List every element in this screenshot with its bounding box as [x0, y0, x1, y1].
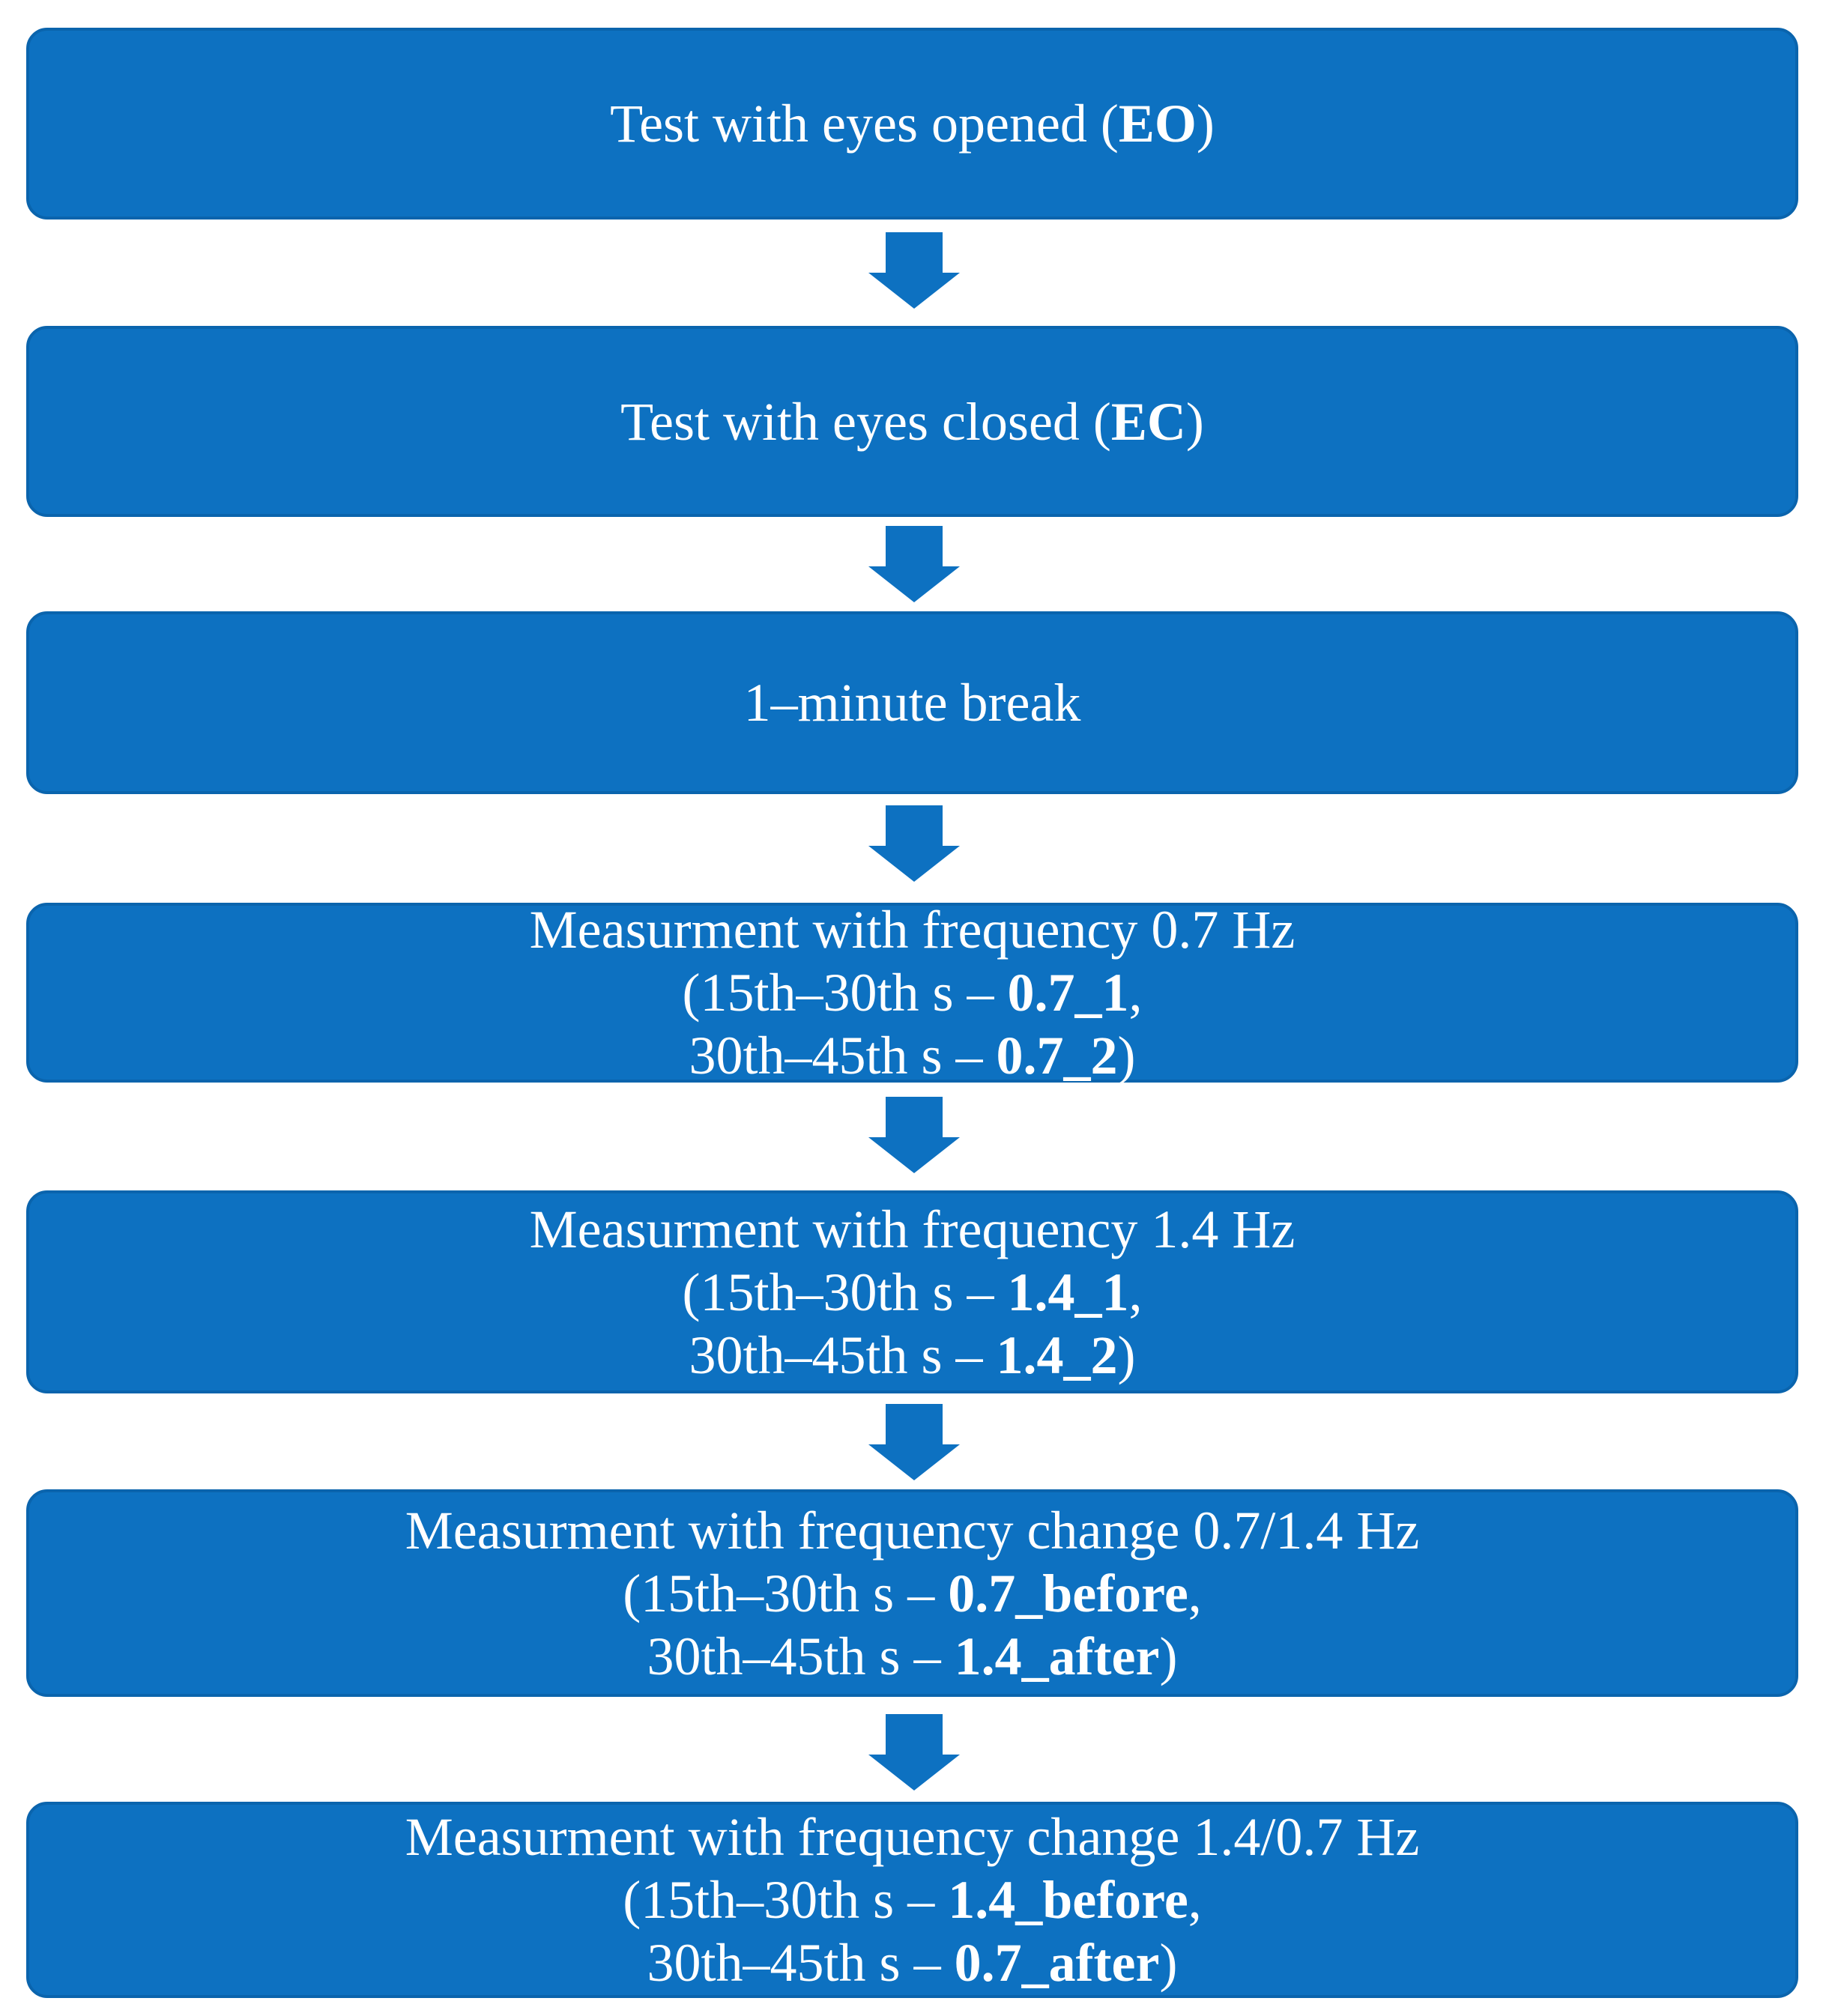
step-measurement-frequency-0-7-hz: Measurment with frequency 0.7 Hz(15th–30…: [26, 900, 1798, 1086]
step-line: Measurment with frequency change 0.7/1.4…: [405, 1499, 1420, 1562]
condition-code: 1.4_1: [1007, 1262, 1129, 1322]
step-text: 30th–45th s –: [689, 1325, 997, 1385]
step-text: (15th–30th s –: [682, 963, 1008, 1023]
arrow-head: [868, 566, 960, 602]
step-text: Measurment with frequency change 1.4/0.7…: [405, 1807, 1420, 1867]
step-text: ,: [1188, 1563, 1202, 1623]
down-arrow-icon: [868, 1714, 960, 1791]
step-text: 30th–45th s –: [647, 1933, 955, 1993]
step-text: (15th–30th s –: [682, 1262, 1008, 1322]
step-line: 30th–45th s – 1.4_after): [647, 1625, 1178, 1688]
step-text: (15th–30th s –: [623, 1563, 949, 1623]
step-line: Measurment with frequency 0.7 Hz: [530, 898, 1296, 961]
step-text: ): [1159, 1933, 1178, 1993]
arrow-head: [868, 846, 960, 882]
step-text: ): [1117, 1026, 1136, 1086]
down-arrow-icon: [868, 526, 960, 602]
step-text: 30th–45th s –: [689, 1026, 997, 1086]
arrow-stem: [886, 1714, 943, 1755]
down-arrow-icon: [868, 1404, 960, 1480]
step-text: ): [1117, 1325, 1136, 1385]
step-line: 1–minute break: [744, 671, 1081, 734]
step-measurement-frequency-1-4-hz: Measurment with frequency 1.4 Hz(15th–30…: [26, 1190, 1798, 1393]
condition-code: EO: [1118, 94, 1197, 154]
step-line: 30th–45th s – 0.7_after): [647, 1931, 1178, 1994]
step-line: Test with eyes opened (EO): [610, 92, 1215, 155]
step-text: ): [1159, 1626, 1178, 1686]
arrow-head: [868, 1755, 960, 1791]
arrow-stem: [886, 232, 943, 273]
step-text: Measurment with frequency 1.4 Hz: [529, 1199, 1296, 1259]
step-text: Measurment with frequency 0.7 Hz: [529, 900, 1296, 960]
step-text: ): [1196, 94, 1215, 154]
step-text: 1–minute break: [743, 673, 1081, 733]
step-line: (15th–30th s – 0.7_1,: [682, 961, 1142, 1024]
down-arrow-icon: [868, 232, 960, 309]
down-arrow-icon: [868, 1097, 960, 1173]
step-text: ,: [1128, 963, 1143, 1023]
step-text: Test with eyes opened (: [610, 94, 1119, 154]
condition-code: EC: [1110, 391, 1186, 452]
arrow-stem: [886, 526, 943, 566]
condition-code: 0.7_before: [948, 1563, 1188, 1623]
down-arrow-icon: [868, 805, 960, 882]
arrow-head: [868, 1444, 960, 1480]
step-text: ,: [1188, 1870, 1202, 1930]
condition-code: 0.7_2: [996, 1026, 1118, 1086]
step-measurement-frequency-change-1-4-0-7-hz: Measurment with frequency change 1.4/0.7…: [26, 1802, 1798, 1998]
step-text: ,: [1128, 1262, 1143, 1322]
step-line: (15th–30th s – 1.4_before,: [623, 1868, 1202, 1931]
step-text: Measurment with frequency change 0.7/1.4…: [405, 1500, 1420, 1561]
step-test-eyes-closed: Test with eyes closed (EC): [26, 326, 1798, 517]
arrow-stem: [886, 805, 943, 846]
arrow-stem: [886, 1404, 943, 1444]
condition-code: 0.7_after: [954, 1933, 1160, 1993]
step-line: (15th–30th s – 1.4_1,: [682, 1261, 1142, 1324]
step-text: (15th–30th s –: [623, 1870, 949, 1930]
arrow-head: [868, 273, 960, 309]
step-line: 30th–45th s – 1.4_2): [689, 1324, 1135, 1387]
condition-code: 1.4_after: [954, 1626, 1160, 1686]
step-line: (15th–30th s – 0.7_before,: [623, 1562, 1202, 1625]
step-measurement-frequency-change-0-7-1-4-hz: Measurment with frequency change 0.7/1.4…: [26, 1489, 1798, 1697]
step-line: Measurment with frequency change 1.4/0.7…: [405, 1805, 1420, 1868]
step-line: 30th–45th s – 0.7_2): [689, 1024, 1135, 1087]
step-line: Test with eyes closed (EC): [620, 390, 1204, 453]
arrow-head: [868, 1137, 960, 1173]
step-line: Measurment with frequency 1.4 Hz: [530, 1198, 1296, 1261]
condition-code: 1.4_2: [996, 1325, 1118, 1385]
condition-code: 1.4_before: [948, 1870, 1188, 1930]
condition-code: 0.7_1: [1007, 963, 1129, 1023]
step-text: 30th–45th s –: [647, 1626, 955, 1686]
step-test-eyes-opened: Test with eyes opened (EO): [26, 28, 1798, 220]
step-text: Test with eyes closed (: [620, 391, 1111, 452]
arrow-stem: [886, 1097, 943, 1137]
step-one-minute-break: 1–minute break: [26, 611, 1798, 794]
step-text: ): [1185, 391, 1204, 452]
